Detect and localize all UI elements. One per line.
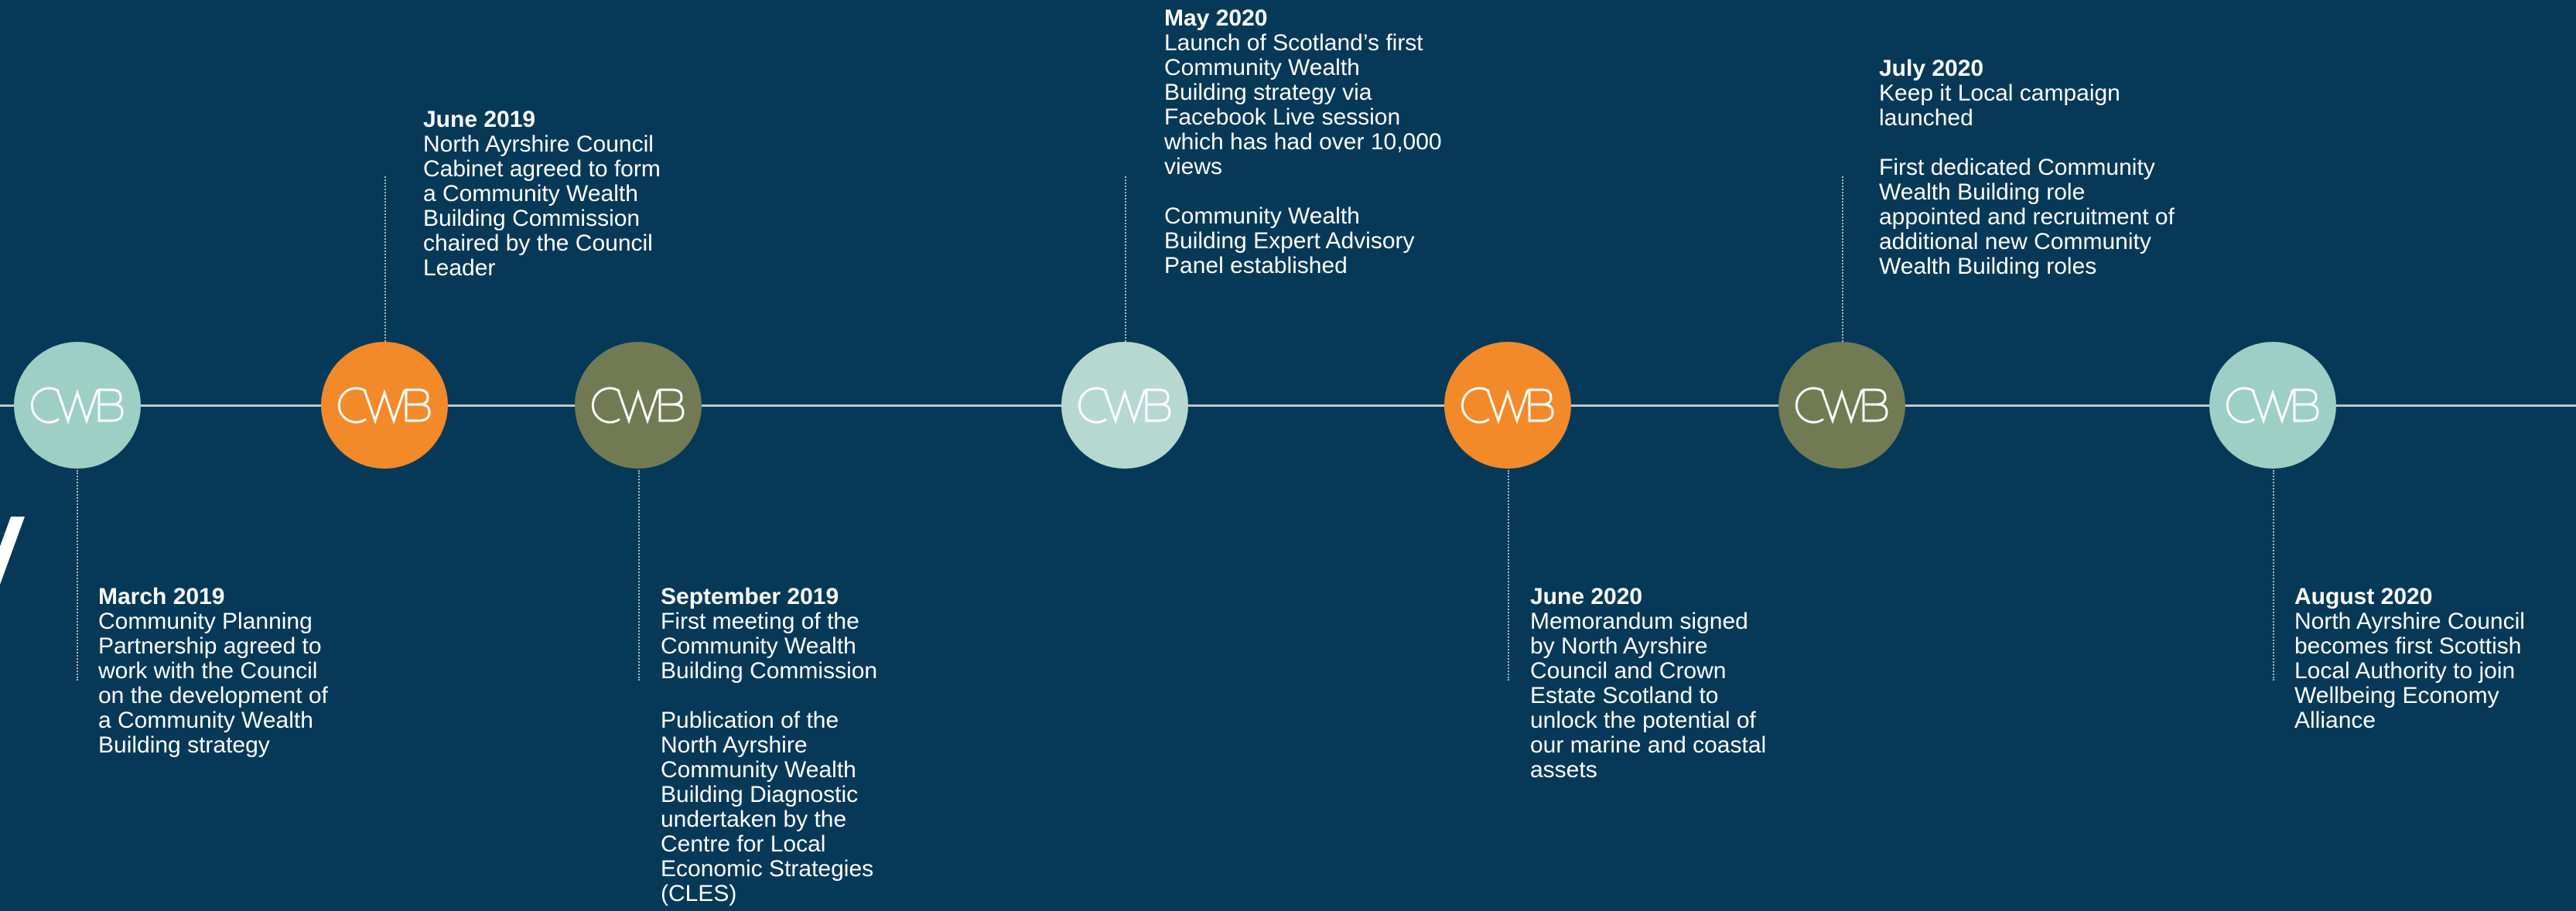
connector-march-2019 [77,470,78,681]
event-text-line: Building strategy [98,732,270,758]
cwb-node-june-2020 [1444,342,1571,469]
event-date: September 2019 [661,584,839,609]
event-text-line: Panel established [1164,253,1348,278]
event-text-line: Publication of the [661,708,839,733]
event-text-line: Estate Scotland to [1530,683,1719,708]
event-text-line: additional new Community [1879,229,2151,254]
event-text-line: Cabinet agreed to form [423,156,661,182]
cwb-logo-icon [1078,387,1171,425]
event-date: March 2019 [98,584,225,609]
cwb-node-june-2019 [321,342,448,469]
event-march-2019: March 2019 Community Planning Partnershi… [98,585,328,758]
event-date: August 2020 [2294,584,2433,609]
event-text-line: First dedicated Community [1879,155,2155,180]
event-text-line: Community Wealth [1164,55,1360,80]
decorative-slash [0,517,26,602]
event-text-line: Economic Strategies [661,856,874,882]
event-text-line: (CLES) [661,881,737,906]
cwb-logo-icon [30,387,124,425]
event-text-line: Facebook Live session [1164,104,1401,130]
event-text-line: by North Ayrshire [1530,633,1708,659]
event-text-line: Keep it Local campaign [1879,80,2120,106]
connector-june-2019 [384,176,386,342]
event-text-line: Community Planning [98,609,313,634]
event-text-line: which has had over 10,000 [1164,129,1442,155]
event-text-line: Building Diagnostic [661,782,859,807]
event-text-line: Launch of Scotland’s first [1164,30,1423,56]
event-text-line: First meeting of the [661,609,859,634]
event-date: July 2020 [1879,56,1984,81]
event-date: June 2019 [423,107,536,132]
cwb-logo-icon [337,387,431,425]
event-text-line: Wealth Building role [1879,179,2086,205]
event-text-line: North Ayrshire Council [423,131,654,157]
connector-september-2019 [638,470,640,681]
event-text-line: assets [1530,757,1597,783]
event-text-line: Partnership agreed to [98,633,322,659]
connector-august-2020 [2273,470,2274,681]
event-july-2020: July 2020 Keep it Local campaign launche… [1879,56,2175,279]
event-text-line: chaired by the Council [423,230,653,256]
event-text-line: North Ayrshire Council [2294,609,2525,634]
cwb-logo-icon [1461,387,1554,425]
event-text-line: views [1164,154,1223,179]
paragraph-gap [1164,179,1442,204]
event-text-line: Building Commission [661,658,878,684]
event-text-line: Building Expert Advisory [1164,228,1415,254]
cwb-logo-icon [591,387,685,425]
connector-june-2020 [1508,470,1509,681]
event-text-line: Community Wealth [1164,203,1360,229]
cwb-node-august-2020 [2209,342,2336,469]
cwb-logo-icon [1795,387,1888,425]
event-text-line: Community Wealth [661,757,856,783]
event-text-line: a Community Wealth [98,708,313,733]
event-text-line: Community Wealth [661,633,856,659]
cwb-node-may-2020 [1061,342,1188,469]
event-text-line: appointed and recruitment of [1879,204,2175,230]
connector-may-2020 [1125,176,1126,342]
cwb-node-september-2019 [575,342,702,469]
event-text-line: work with the Council [98,658,318,684]
event-text-line: a Community Wealth [423,181,638,206]
event-august-2020: August 2020 North Ayrshire Council becom… [2294,585,2525,733]
event-text-line: unlock the potential of [1530,708,1756,733]
event-june-2019: June 2019 North Ayrshire Council Cabinet… [423,107,661,281]
event-text-line: Wealth Building roles [1879,254,2097,279]
cwb-node-july-2020 [1778,342,1905,469]
event-text-line: Wellbeing Economy [2294,683,2499,708]
event-text-line: Centre for Local [661,831,826,857]
event-june-2020: June 2020 Memorandum signed by North Ayr… [1530,585,1766,783]
event-text-line: North Ayrshire [661,732,808,758]
event-text-line: on the development of [98,683,328,708]
event-text-line: Alliance [2294,708,2376,733]
event-text-line: Building strategy via [1164,80,1372,105]
cwb-logo-icon [2226,387,2319,425]
paragraph-gap [661,684,877,708]
paragraph-gap [1879,131,2175,155]
event-may-2020: May 2020 Launch of Scotland’s first Comm… [1164,6,1442,278]
event-september-2019: September 2019 First meeting of the Comm… [661,585,877,906]
event-text-line: Council and Crown [1530,658,1727,684]
event-text-line: becomes first Scottish [2294,633,2522,659]
event-text-line: Building Commission [423,206,641,231]
event-text-line: undertaken by the [661,807,847,832]
event-text-line: launched [1879,105,1973,131]
event-text-line: Local Authority to join [2294,658,2516,684]
event-text-line: Memorandum signed [1530,609,1748,634]
connector-july-2020 [1842,176,1843,342]
timeline-axis [0,404,2576,407]
cwb-node-march-2019 [14,342,141,469]
event-date: May 2020 [1164,5,1268,31]
event-text-line: Leader [423,255,496,281]
event-date: June 2020 [1530,584,1643,609]
event-text-line: our marine and coastal [1530,732,1767,758]
